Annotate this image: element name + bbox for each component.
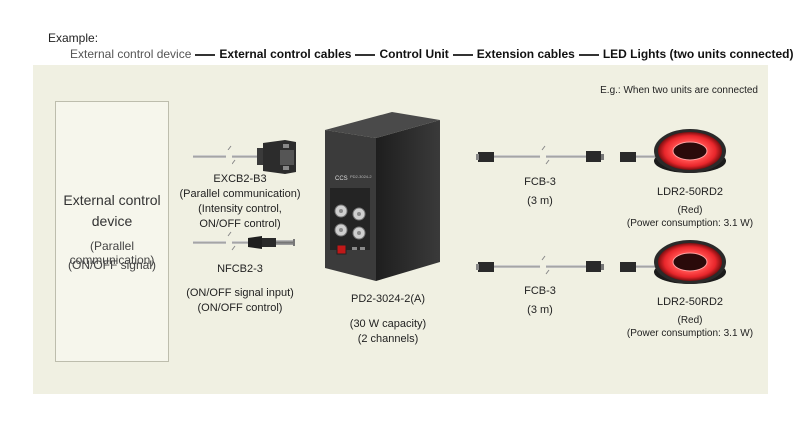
fcb-3-bottom-length: (3 m): [527, 304, 553, 316]
control-unit-line1: (30 W capacity): [349, 318, 427, 330]
led-bottom-label: LDR2-50RD2 (Red) (Power consumption: 3.1…: [620, 295, 760, 340]
nfcb2-3-line1: (ON/OFF signal input): [186, 287, 294, 299]
nfcb2-3-label: NFCB2-3 (ON/OFF signal input) (ON/OFF co…: [170, 262, 310, 316]
svg-text:PD2-3024-2: PD2-3024-2: [350, 174, 372, 179]
excb2-b3-line1: (Parallel communication): [179, 188, 301, 200]
svg-text:CCS: CCS: [335, 176, 348, 182]
control-unit-name: PD2-3024-2(A): [351, 293, 425, 305]
external-device-title: External control device: [56, 190, 168, 232]
excb2-b3-line3: ON/OFF control): [199, 218, 281, 230]
control-unit-illustration: CCS PD2-3024-2: [325, 112, 440, 281]
led-light-bottom-illustration: [620, 240, 726, 284]
led-top-power: (Power consumption: 3.1 W): [626, 218, 754, 229]
nfcb2-3-line2: (ON/OFF control): [197, 302, 283, 314]
led-top-label: LDR2-50RD2 (Red) (Power consumption: 3.1…: [620, 185, 760, 230]
external-device-title-line2: device: [91, 213, 133, 229]
excb2-b3-line2: (Intensity control,: [198, 203, 282, 215]
led-top-name: LDR2-50RD2: [656, 186, 724, 198]
chain-lights: LED Lights (two units connected): [602, 47, 794, 61]
chain-extension: Extension cables: [476, 47, 575, 61]
chain-connector: [195, 53, 216, 56]
fcb-3-top-cable-illustration: [476, 145, 604, 165]
excb2-b3-name: EXCB2-B3: [213, 173, 267, 185]
fcb-3-bottom-name: FCB-3: [524, 285, 556, 297]
nfcb2-3-cable-illustration: [193, 231, 295, 251]
fcb-3-top-length: (3 m): [527, 195, 553, 207]
chain-connector: [452, 53, 473, 56]
example-label: Example:: [48, 31, 99, 45]
excb2-b3-label: EXCB2-B3 (Parallel communication) (Inten…: [170, 172, 310, 232]
external-device-sub2: (ON/OFF signal): [67, 258, 156, 272]
fcb-3-bottom-cable-illustration: [476, 255, 604, 275]
led-bottom-name: LDR2-50RD2: [656, 296, 724, 308]
external-control-device-box: External control device (Parallel commun…: [55, 101, 169, 362]
chain-cables: External control cables: [219, 47, 352, 61]
led-top-color: (Red): [677, 205, 703, 216]
connection-chain: External control device External control …: [70, 47, 794, 61]
external-device-sub1: (Parallel communication): [69, 239, 155, 267]
excb2-b3-cable-illustration: [193, 140, 296, 174]
nfcb2-3-name: NFCB2-3: [217, 263, 263, 275]
led-bottom-color: (Red): [677, 315, 703, 326]
led-bottom-power: (Power consumption: 3.1 W): [626, 328, 754, 339]
chain-unit: Control Unit: [379, 47, 449, 61]
external-device-title-line1: External control: [63, 192, 161, 208]
connection-note: E.g.: When two units are connected: [600, 85, 758, 96]
chain-device: External control device: [70, 47, 192, 61]
fcb-3-bottom-label: FCB-3 (3 m): [500, 284, 580, 318]
fcb-3-top-label: FCB-3 (3 m): [500, 175, 580, 209]
chain-connector: [355, 53, 376, 56]
chain-connector: [578, 53, 599, 56]
control-unit-label: PD2-3024-2(A) (30 W capacity) (2 channel…: [318, 292, 458, 347]
control-unit-line2: (2 channels): [357, 333, 419, 345]
led-light-top-illustration: [620, 129, 726, 173]
fcb-3-top-name: FCB-3: [524, 176, 556, 188]
